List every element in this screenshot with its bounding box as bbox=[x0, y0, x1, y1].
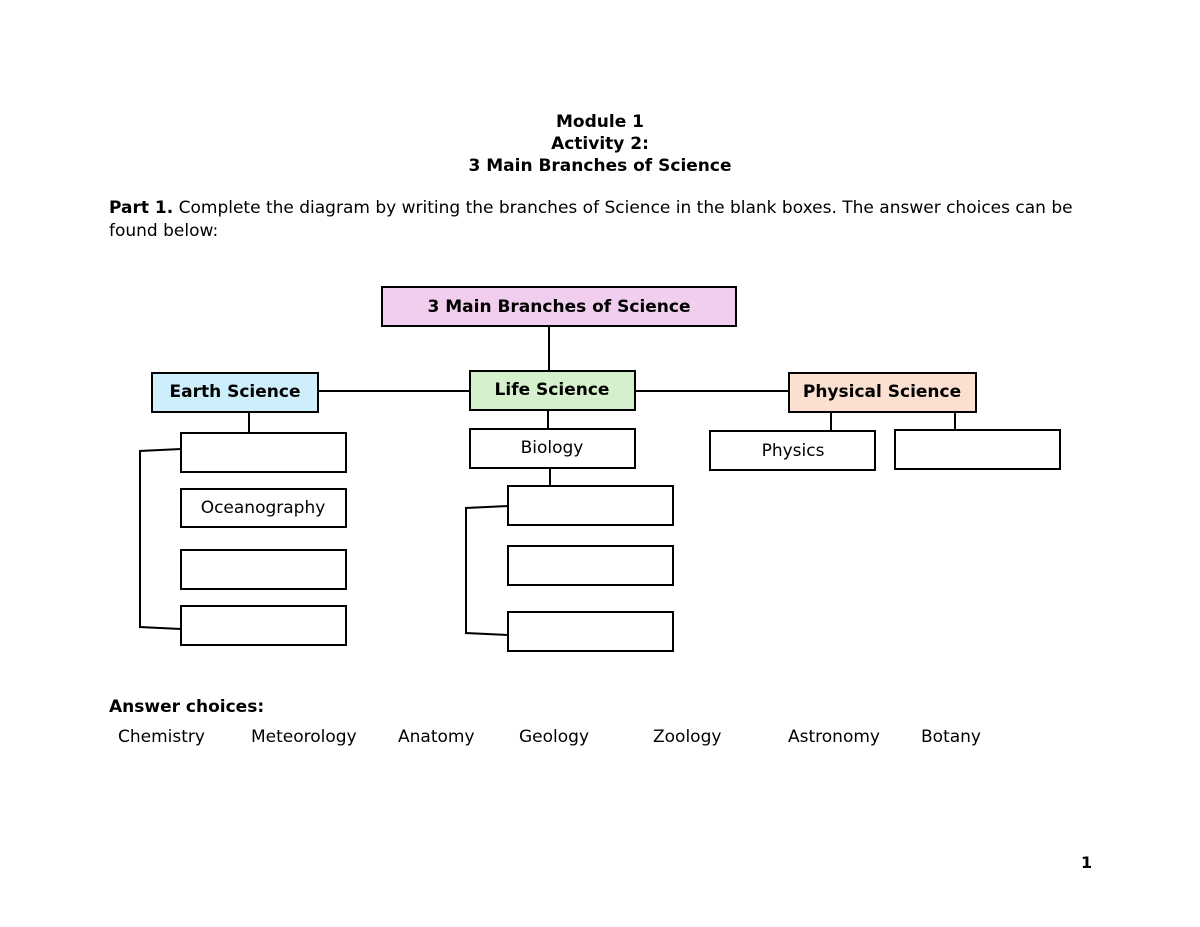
physical-science-box bbox=[788, 372, 977, 413]
choice-item: Meteorology bbox=[251, 727, 357, 747]
physical-science-label: Physical Science bbox=[803, 382, 961, 402]
physics-label: Physics bbox=[762, 441, 825, 461]
oceanography-label: Oceanography bbox=[201, 498, 326, 518]
answer-choices-heading: Answer choices: bbox=[109, 697, 265, 717]
life-blank-box-1[interactable] bbox=[507, 485, 674, 526]
part-label: Part 1. bbox=[109, 198, 174, 218]
choice-item: Anatomy bbox=[398, 727, 475, 747]
root-box bbox=[381, 286, 737, 327]
earth-blank-box-2[interactable] bbox=[180, 549, 347, 590]
worksheet-title: 3 Main Branches of Science bbox=[468, 156, 732, 176]
instructions: Part 1. Complete the diagram by writing … bbox=[109, 197, 1089, 243]
connector-lines bbox=[139, 326, 956, 636]
life-blank-box-2[interactable] bbox=[507, 545, 674, 586]
earth-science-box bbox=[151, 372, 319, 413]
oceanography-box bbox=[180, 488, 347, 528]
life-blank-box-3[interactable] bbox=[507, 611, 674, 652]
choice-item: Astronomy bbox=[788, 727, 880, 747]
life-science-box bbox=[469, 370, 636, 411]
module-title: Module 1 bbox=[556, 112, 644, 132]
choice-item: Geology bbox=[519, 727, 590, 747]
earth-blank-box-3[interactable] bbox=[180, 605, 347, 646]
page-number: 1 bbox=[1081, 853, 1093, 872]
activity-title: Activity 2: bbox=[551, 134, 649, 154]
choice-item: Zoology bbox=[653, 727, 722, 747]
instructions-text: Complete the diagram by writing the bran… bbox=[109, 198, 1073, 241]
life-science-label: Life Science bbox=[495, 380, 610, 400]
physics-box bbox=[709, 430, 876, 471]
root-label: 3 Main Branches of Science bbox=[427, 297, 690, 317]
earth-blank-box-1[interactable] bbox=[180, 432, 347, 473]
biology-box bbox=[469, 428, 636, 469]
earth-science-label: Earth Science bbox=[169, 382, 300, 402]
biology-label: Biology bbox=[521, 438, 584, 458]
physical-blank-box-1[interactable] bbox=[894, 429, 1061, 470]
choice-item: Chemistry bbox=[118, 727, 205, 747]
choice-item: Botany bbox=[921, 727, 981, 747]
